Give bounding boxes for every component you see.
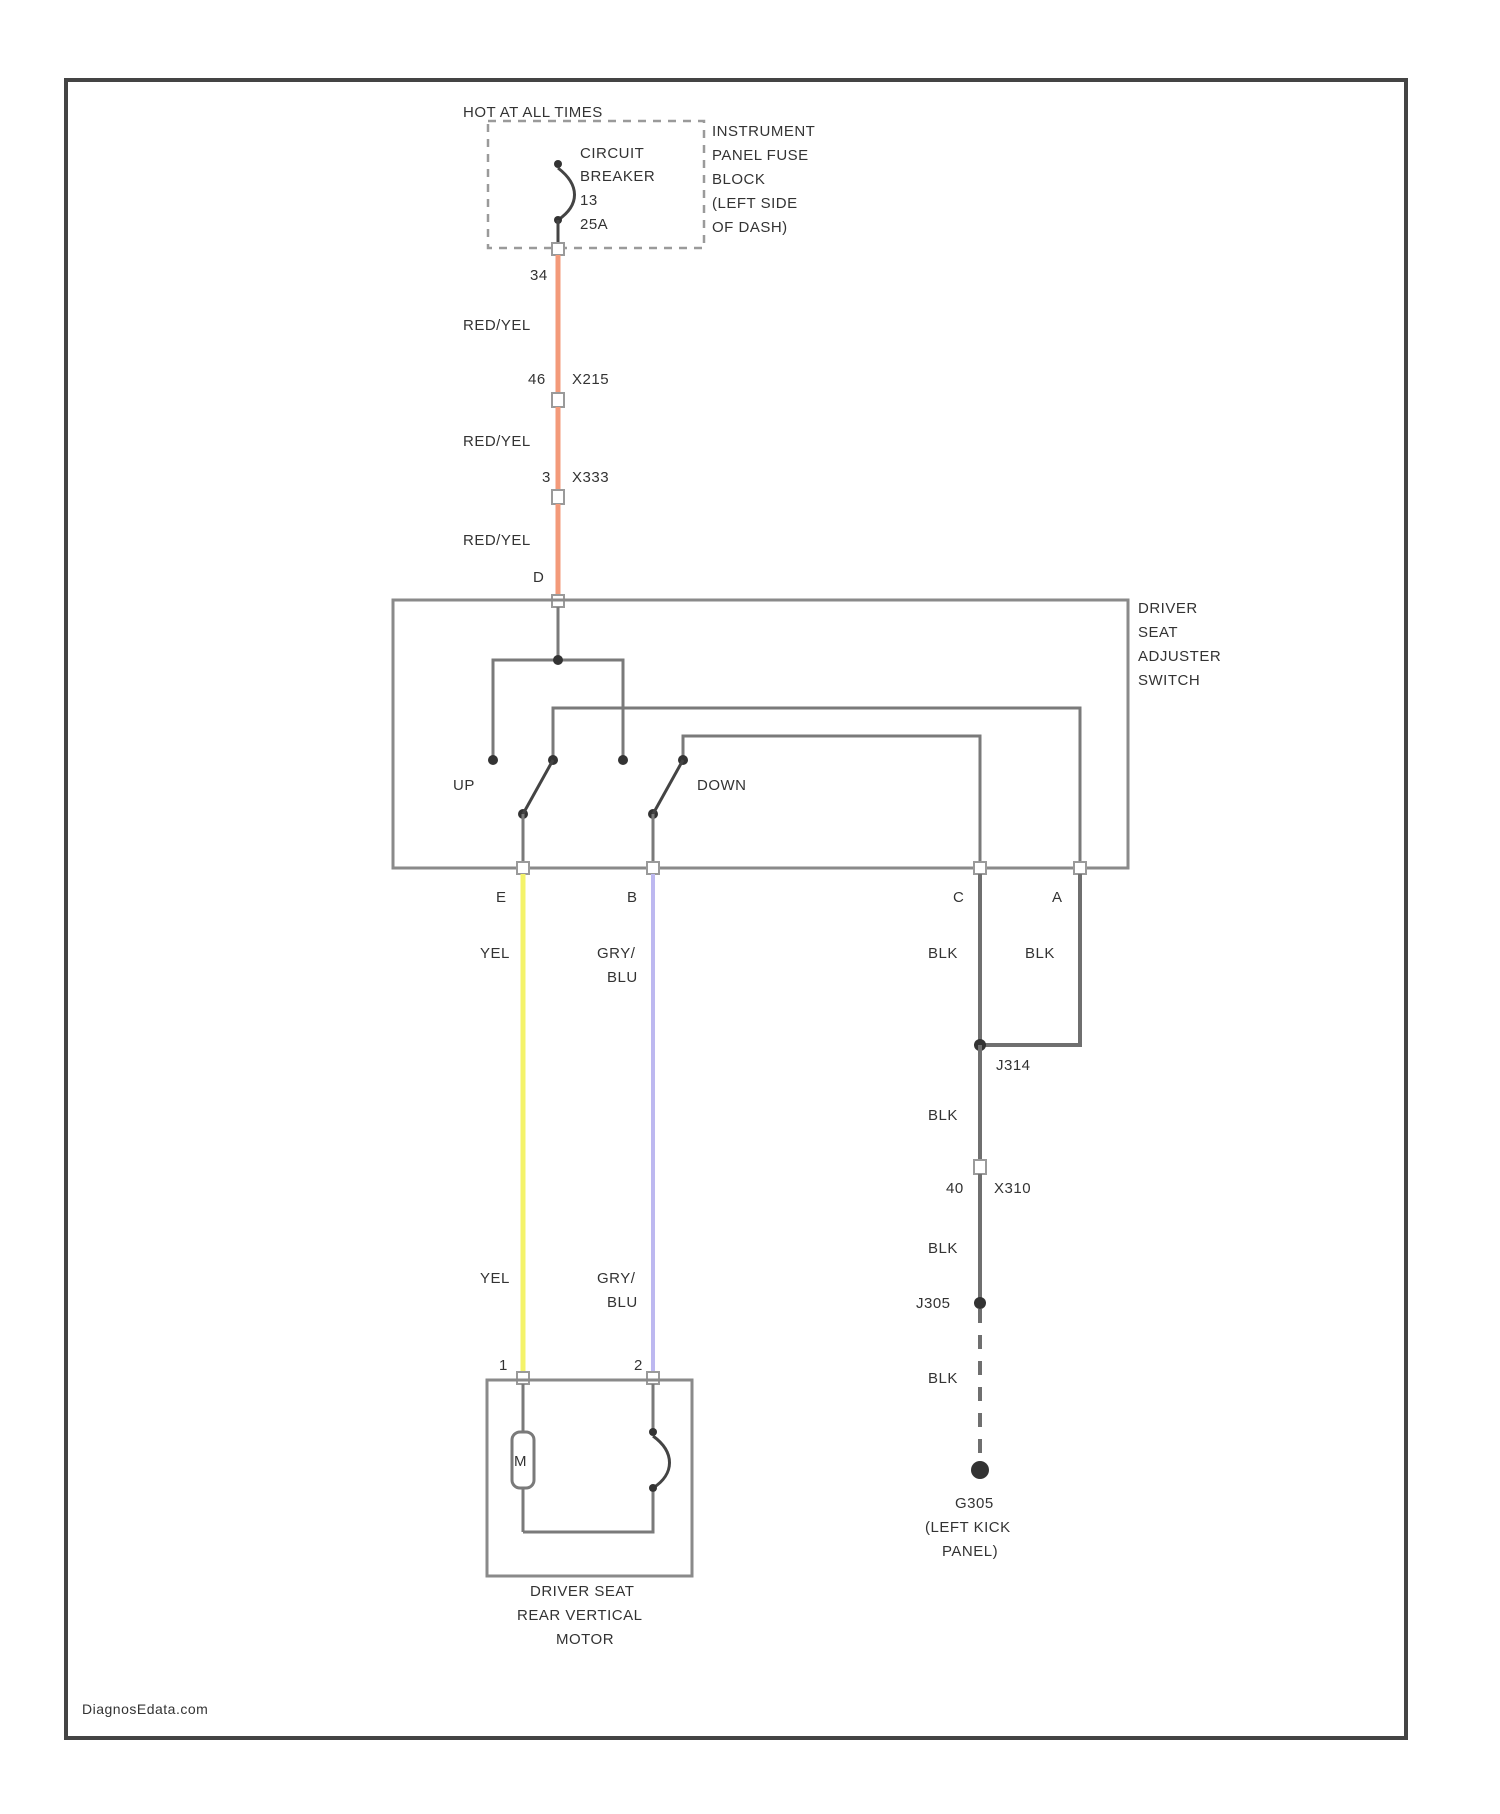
switch-name-line-2: SEAT [1138, 624, 1178, 641]
breaker-label-line-3: 13 [580, 192, 598, 209]
breaker-label-line-1: CIRCUIT [580, 145, 644, 162]
connector-3 [974, 1160, 986, 1174]
wire-gry-blu-label-bottom-1: GRY/ [597, 1270, 636, 1287]
switch-pin-a [1074, 862, 1086, 874]
connector-2 [552, 490, 564, 504]
switch-housing [393, 600, 1128, 868]
watermark: DiagnosEdata.com [82, 1701, 208, 1717]
motor-pin-2 [647, 1372, 659, 1384]
switch-internal-wiring [493, 607, 1080, 868]
connector-1-label: X215 [572, 371, 609, 388]
switch-pin-b [647, 862, 659, 874]
connector-1 [552, 393, 564, 407]
fuse-block-label-line-4: (LEFT SIDE [712, 195, 798, 212]
motor-pin-1 [517, 1372, 529, 1384]
connector-3-label: X310 [994, 1180, 1031, 1197]
connector-3-pin-label: 40 [946, 1180, 964, 1197]
power-label: HOT AT ALL TIMES [463, 104, 603, 121]
switch-down-label: DOWN [697, 777, 747, 794]
connector-1-pin-label: 46 [528, 371, 546, 388]
motor-name-line-2: REAR VERTICAL [517, 1607, 642, 1624]
fuse-block-pin-label: 34 [530, 267, 548, 284]
splice-j305 [974, 1297, 986, 1309]
connector-2-pin-label: 3 [542, 469, 551, 486]
wire-blk-a-label: BLK [1025, 945, 1055, 962]
switch-up-contacts [488, 755, 558, 862]
motor-name-line-3: MOTOR [556, 1631, 614, 1648]
fuse-block-label-line-3: BLOCK [712, 171, 765, 188]
ground-name-line-2: (LEFT KICK [925, 1519, 1011, 1536]
breaker-label-line-4: 25A [580, 216, 608, 233]
wire-yel-label-bottom: YEL [480, 1270, 510, 1287]
motor-name-line-1: DRIVER SEAT [530, 1583, 634, 1600]
switch-name-line-3: ADJUSTER [1138, 648, 1221, 665]
wire-color-label-1: RED/YEL [463, 317, 531, 334]
switch-name-line-4: SWITCH [1138, 672, 1200, 689]
splice-j314-label: J314 [996, 1057, 1031, 1074]
switch-down-contacts [618, 755, 688, 862]
wire-blk-2-label: BLK [928, 1240, 958, 1257]
wire-blk-1-label: BLK [928, 1107, 958, 1124]
splice-j305-label: J305 [916, 1295, 951, 1312]
wire-gry-blu-label-bottom-2: BLU [607, 1294, 638, 1311]
ground-g305-symbol [971, 1461, 989, 1479]
fuse-block-pin [552, 243, 564, 255]
switch-pin-b-label: B [627, 889, 638, 906]
circuit-breaker-symbol [554, 160, 575, 243]
wire-color-label-2: RED/YEL [463, 433, 531, 450]
switch-pin-e-label: E [496, 889, 507, 906]
switch-up-label: UP [453, 777, 475, 794]
wire-blk-3-label: BLK [928, 1370, 958, 1387]
switch-name-line-1: DRIVER [1138, 600, 1198, 617]
wire-gry-blu-label-top-2: BLU [607, 969, 638, 986]
motor-internal-wiring [512, 1384, 670, 1532]
fuse-block-label-line-1: INSTRUMENT [712, 123, 815, 140]
diagram-frame [66, 80, 1406, 1738]
fuse-block-label-line-5: OF DASH) [712, 219, 788, 236]
connector-2-label: X333 [572, 469, 609, 486]
motor-symbol: M [514, 1453, 527, 1470]
ground-name-line-1: G305 [955, 1495, 994, 1512]
switch-pin-d-label: D [533, 569, 544, 586]
ground-name-line-3: PANEL) [942, 1543, 998, 1560]
fuse-block-label-line-2: PANEL FUSE [712, 147, 809, 164]
breaker-label-line-2: BREAKER [580, 168, 655, 185]
switch-pin-c-label: C [953, 889, 964, 906]
switch-pin-a-label: A [1052, 889, 1063, 906]
wire-color-label-3: RED/YEL [463, 532, 531, 549]
motor-pin-1-label: 1 [499, 1357, 508, 1374]
wire-blk-c-label: BLK [928, 945, 958, 962]
switch-pin-e [517, 862, 529, 874]
switch-pin-c [974, 862, 986, 874]
wire-yel-label-top: YEL [480, 945, 510, 962]
motor-pin-2-label: 2 [634, 1357, 643, 1374]
wire-gry-blu-label-top-1: GRY/ [597, 945, 636, 962]
